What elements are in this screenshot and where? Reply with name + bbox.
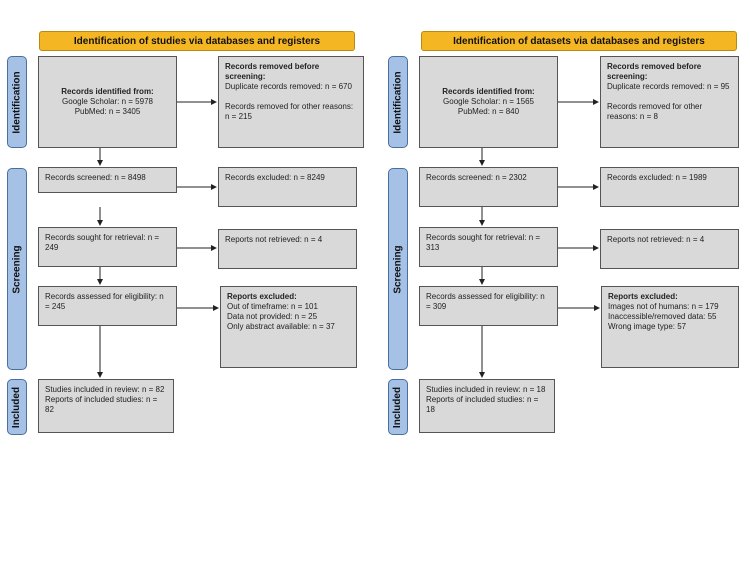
right-records-screened-box: Records screened: n = 2302	[419, 167, 558, 207]
left-included-line2: Reports of included studies: n = 82	[45, 395, 158, 414]
left-reports-excluded-box: Reports excluded: Out of timeframe: n = …	[220, 286, 357, 368]
right-reports-excluded-line2: Inaccessible/removed data: 55	[608, 312, 717, 321]
left-assessed-text: Records assessed for eligibility: n = 24…	[45, 292, 164, 311]
right-included-line1: Studies included in review: n = 18	[426, 385, 546, 394]
right-records-removed-box: Records removed before screening: Duplic…	[600, 56, 739, 148]
right-header: Identification of datasets via databases…	[421, 31, 737, 51]
left-removed-line2: Records removed for other reasons: n = 2…	[225, 102, 354, 121]
left-included-box: Studies included in review: n = 82 Repor…	[38, 379, 174, 433]
right-screened-text: Records screened: n = 2302	[426, 173, 527, 182]
right-removed-title: Records removed before screening:	[607, 62, 702, 81]
left-records-screened-box: Records screened: n = 8498	[38, 167, 177, 193]
left-removed-title: Records removed before screening:	[225, 62, 320, 81]
right-included-line2: Reports of included studies: n = 18	[426, 395, 539, 414]
right-not-retrieved-text: Reports not retrieved: n = 4	[607, 235, 705, 244]
left-records-excluded-box: Records excluded: n = 8249	[218, 167, 357, 207]
right-reports-excluded-line3: Wrong image type: 57	[608, 322, 687, 331]
right-identified-title: Records identified from:	[442, 87, 535, 96]
left-records-identified-box: Records identified from: Google Scholar:…	[38, 56, 177, 148]
right-removed-line2: Records removed for other reasons: n = 8	[607, 102, 703, 121]
right-reports-excluded-line1: Images not of humans: n = 179	[608, 302, 719, 311]
left-reports-excluded-line3: Only abstract available: n = 37	[227, 322, 335, 331]
left-header: Identification of studies via databases …	[39, 31, 355, 51]
left-reports-excluded-title: Reports excluded:	[227, 292, 297, 301]
left-records-removed-box: Records removed before screening: Duplic…	[218, 56, 364, 148]
left-reports-excluded-line2: Data not provided: n = 25	[227, 312, 318, 321]
right-included-box: Studies included in review: n = 18 Repor…	[419, 379, 555, 433]
left-sought-text: Records sought for retrieval: n = 249	[45, 233, 160, 252]
left-phase-screening: Screening	[7, 168, 27, 370]
right-sought-text: Records sought for retrieval: n = 313	[426, 233, 541, 252]
right-records-sought-box: Records sought for retrieval: n = 313	[419, 227, 558, 267]
right-removed-line1: Duplicate records removed: n = 95	[607, 82, 730, 91]
right-reports-excluded-title: Reports excluded:	[608, 292, 678, 301]
left-identified-line1: Google Scholar: n = 5978	[62, 97, 153, 106]
left-excluded-text: Records excluded: n = 8249	[225, 173, 325, 182]
right-phase-included: Included	[388, 379, 408, 435]
right-excluded-text: Records excluded: n = 1989	[607, 173, 707, 182]
left-included-line1: Studies included in review: n = 82	[45, 385, 165, 394]
left-not-retrieved-box: Reports not retrieved: n = 4	[218, 229, 357, 269]
right-reports-excluded-box: Reports excluded: Images not of humans: …	[601, 286, 739, 368]
left-identified-title: Records identified from:	[61, 87, 154, 96]
left-screened-text: Records screened: n = 8498	[45, 173, 146, 182]
left-identified-line2: PubMed: n = 3405	[74, 107, 141, 116]
left-records-sought-box: Records sought for retrieval: n = 249	[38, 227, 177, 267]
left-phase-identification: Identification	[7, 56, 27, 148]
right-not-retrieved-box: Reports not retrieved: n = 4	[600, 229, 739, 269]
right-phase-screening: Screening	[388, 168, 408, 370]
left-phase-included: Included	[7, 379, 27, 435]
right-identified-line2: PubMed: n = 840	[457, 107, 520, 116]
left-records-assessed-box: Records assessed for eligibility: n = 24…	[38, 286, 177, 326]
right-records-assessed-box: Records assessed for eligibility: n = 30…	[419, 286, 558, 326]
right-assessed-text: Records assessed for eligibility: n = 30…	[426, 292, 545, 311]
left-removed-line1: Duplicate records removed: n = 670	[225, 82, 352, 91]
left-reports-excluded-line1: Out of timeframe: n = 101	[227, 302, 318, 311]
right-identified-line1: Google Scholar: n = 1565	[443, 97, 534, 106]
right-phase-identification: Identification	[388, 56, 408, 148]
right-records-identified-box: Records identified from: Google Scholar:…	[419, 56, 558, 148]
left-not-retrieved-text: Reports not retrieved: n = 4	[225, 235, 323, 244]
right-records-excluded-box: Records excluded: n = 1989	[600, 167, 739, 207]
